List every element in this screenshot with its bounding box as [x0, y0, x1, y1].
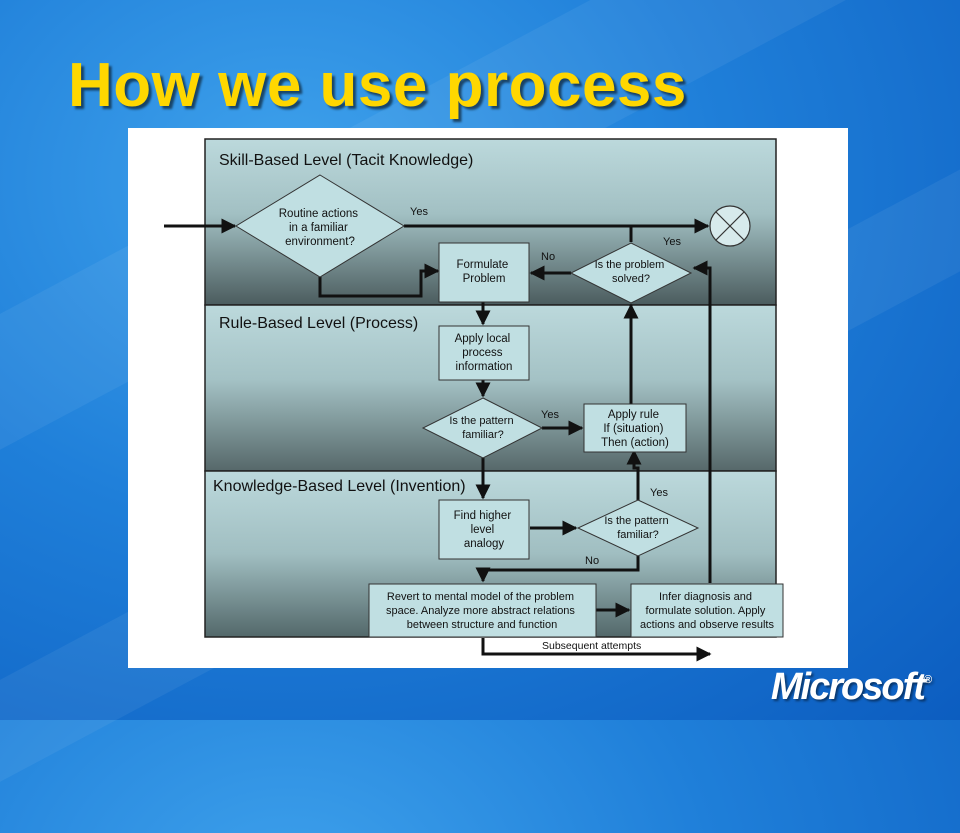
logo-text: Microsoft [770, 666, 926, 708]
infer-diagnosis-text: Infer diagnosis and formulate solution. … [640, 591, 774, 631]
solved-yes-label: Yes [663, 236, 681, 248]
pattern-familiar-knowledge-text: Is the pattern familiar? [604, 515, 671, 541]
routine-yes-label: Yes [410, 206, 428, 218]
process-diagram: Skill-Based Level (Tacit Knowledge) Rule… [128, 128, 848, 668]
infer-feedback-arrow [692, 260, 712, 583]
terminal-x-circle-icon [709, 205, 751, 247]
skill-level-label: Skill-Based Level (Tacit Knowledge) [219, 152, 473, 169]
slide-title: How we use process [68, 51, 687, 120]
solved-no-label: No [541, 251, 555, 263]
subsequent-attempts-label: Subsequent attempts [542, 640, 641, 652]
pattern-familiar-rule-text: Is the pattern familiar? [449, 415, 516, 441]
pattern-knowledge-yes-label: Yes [650, 487, 668, 499]
apply-rule-box [583, 403, 687, 453]
microsoft-logo: Microsoft® [771, 666, 932, 709]
apply-rule-text: Apply rule If (situation) Then (action) [601, 409, 669, 449]
problem-solved-text: Is the problem solved? [595, 259, 668, 285]
routine-actions-decision [235, 174, 405, 278]
pattern-familiar-knowledge-decision [576, 499, 700, 557]
routine-actions-text: Routine actions in a familiar environmen… [279, 208, 361, 248]
pattern-rule-yes-label: Yes [541, 409, 559, 421]
registered-mark: ® [923, 674, 932, 686]
pattern-knowledge-no-arrow [475, 556, 640, 583]
formulate-problem-text: Formulate Problem [457, 259, 512, 285]
infer-diagnosis-box [630, 583, 784, 638]
apply-local-process-text: Apply local process information [455, 333, 514, 373]
rule-level-label: Rule-Based Level (Process) [219, 315, 418, 332]
knowledge-level-label: Knowledge-Based Level (Invention) [213, 478, 466, 495]
revert-mental-model-text: Revert to mental model of the problem sp… [386, 591, 578, 631]
apply-local-process-box [438, 325, 530, 381]
pattern-familiar-rule-decision [421, 397, 544, 459]
find-higher-analogy-box [438, 499, 530, 560]
find-higher-analogy-text: Find higher level analogy [454, 510, 515, 550]
revert-mental-model-box [368, 583, 597, 638]
problem-solved-decision [569, 242, 693, 304]
subsequent-attempts-arrow [481, 638, 712, 662]
formulate-problem-box [438, 242, 530, 303]
pattern-knowledge-no-label: No [585, 555, 599, 567]
routine-no-arrow [318, 263, 440, 298]
pattern-knowledge-yes-arrow [626, 449, 642, 500]
